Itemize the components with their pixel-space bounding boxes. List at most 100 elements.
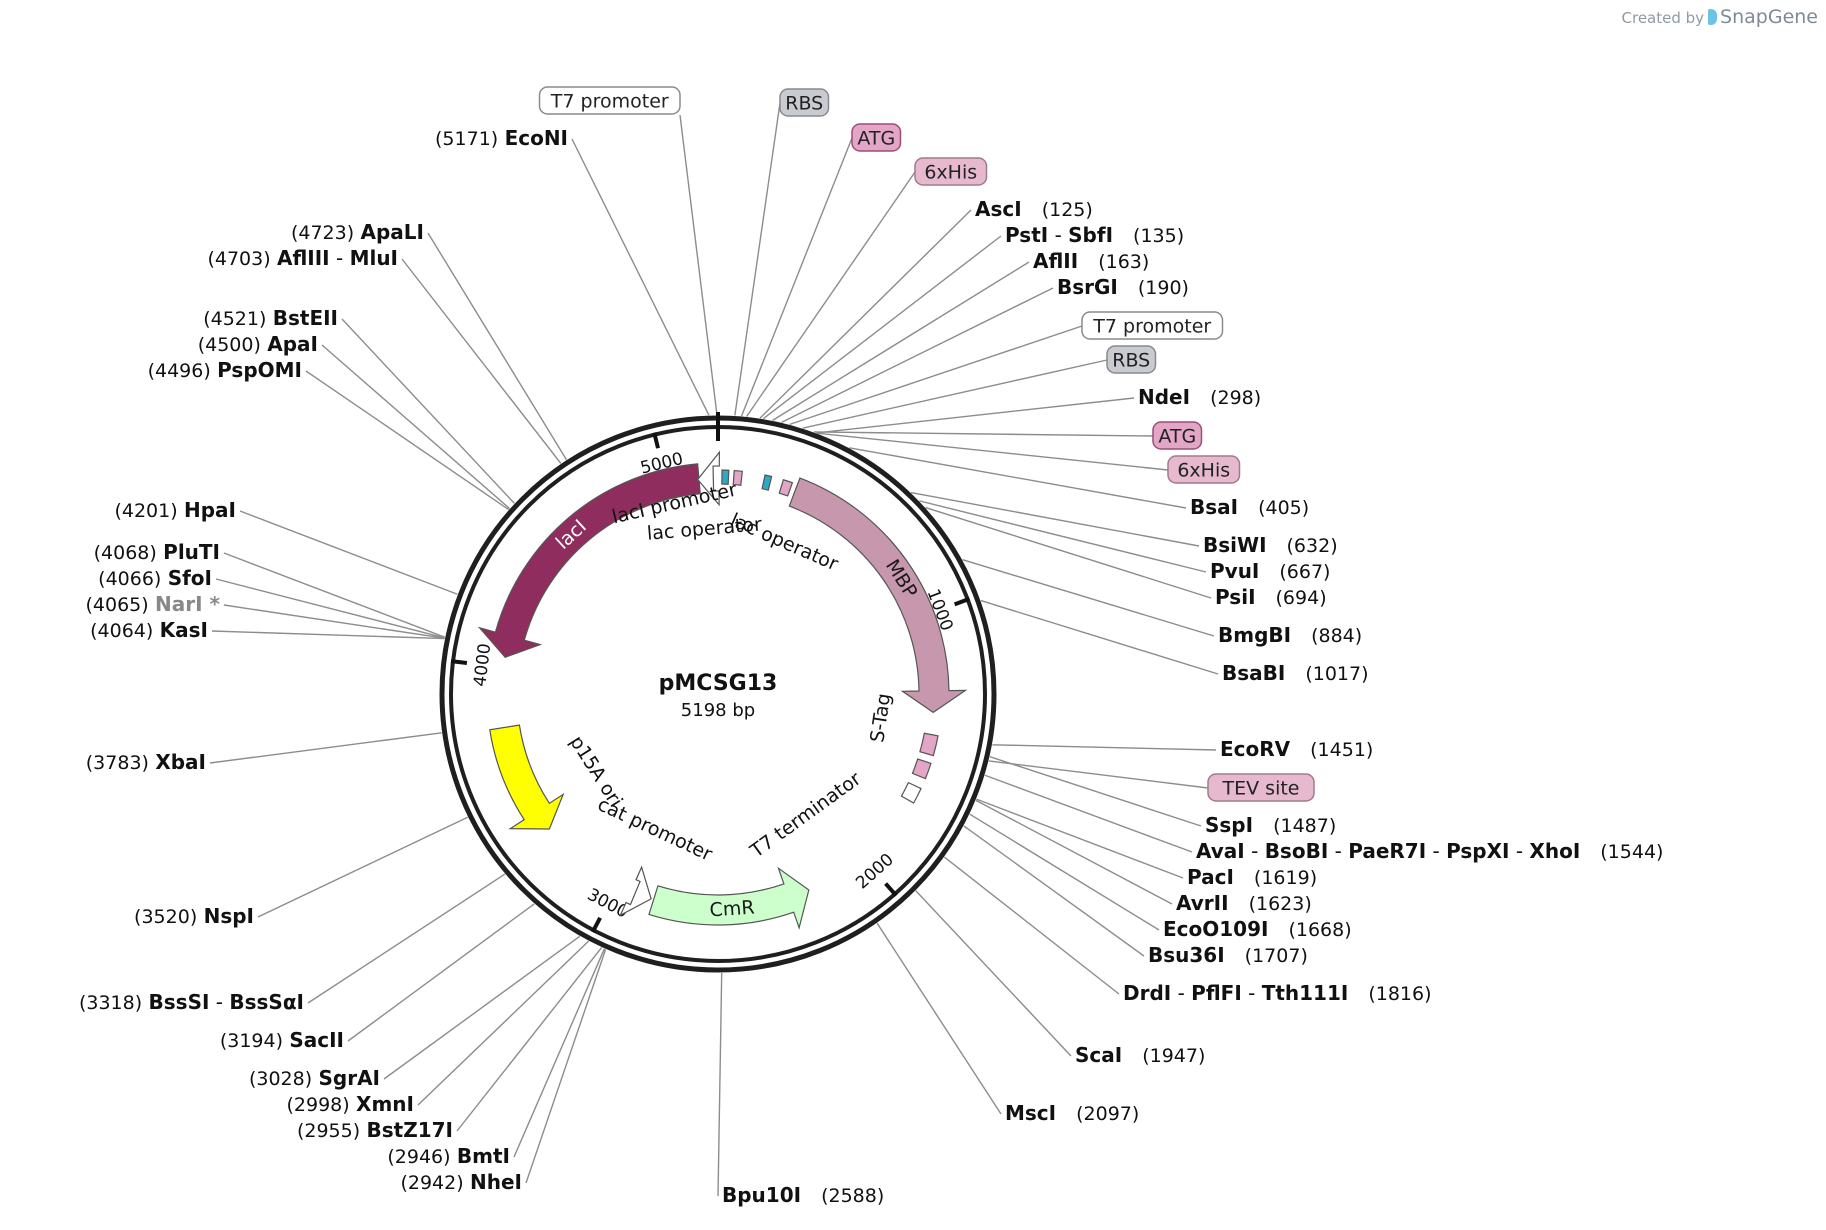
leader-line [984, 774, 1193, 853]
site-label[interactable]: (4068) PluTI [94, 540, 220, 564]
feature-tag-box [1167, 455, 1241, 484]
site-label[interactable]: (4703) AflIII - MluI [207, 246, 398, 270]
site-label[interactable]: PstI - SbfI(135) [1005, 223, 1184, 247]
snapgene-logo-icon [1708, 9, 1718, 25]
leader-line [919, 500, 1207, 573]
leader-line [876, 922, 1002, 1115]
site-name: EcoRV [1220, 737, 1291, 761]
site-text: BsaBI(1017) [1222, 661, 1369, 685]
site-label[interactable]: AscI(125) [975, 197, 1093, 221]
site-name: SfoI [168, 566, 212, 590]
site-label[interactable]: ScaI(1947) [1075, 1043, 1205, 1067]
site-text: PstI - SbfI(135) [1005, 223, 1184, 247]
site-text: (4066) SfoI [98, 566, 212, 590]
site-label[interactable]: (4521) BstEII [203, 306, 338, 330]
site-label[interactable]: (2946) BmtI [387, 1144, 510, 1168]
site-label[interactable]: BsaBI(1017) [1222, 661, 1369, 685]
site-name: BsiWI [1203, 533, 1267, 557]
site-text: Bsu36I(1707) [1148, 943, 1308, 967]
site-name: AflII [1033, 249, 1078, 273]
site-label[interactable]: (4723) ApaLI [291, 220, 424, 244]
site-label[interactable]: PacI(1619) [1187, 865, 1317, 889]
site-position: (2942) [400, 1172, 463, 1194]
site-label[interactable]: (4065) NarI * [85, 592, 220, 616]
site-name: EcoO109I [1163, 917, 1268, 941]
site-name-alt: PaeR7I [1348, 839, 1426, 863]
site-label[interactable]: (3783) XbaI [86, 750, 206, 774]
feature-CmR [648, 866, 810, 930]
site-label[interactable]: AvrII(1623) [1176, 891, 1312, 915]
leader-line [816, 432, 1169, 471]
site-text: (2998) XmnI [287, 1092, 415, 1116]
site-name: NheI [470, 1170, 522, 1194]
site-text: ScaI(1947) [1075, 1043, 1205, 1067]
site-position: (2998) [287, 1094, 350, 1116]
feature-tag-box [851, 123, 902, 152]
site-label[interactable]: (3520) NspI [134, 904, 254, 928]
feature-tag-box [779, 88, 830, 117]
leader-line [383, 935, 581, 1080]
site-position: (4201) [114, 500, 177, 522]
site-label[interactable]: (2955) BstZ17I [297, 1118, 453, 1142]
site-label[interactable]: (4064) KasI [90, 618, 208, 642]
site-text: PsiI(694) [1215, 585, 1327, 609]
site-name-alt: PspXI [1446, 839, 1509, 863]
site-label[interactable]: (3028) SgrAI [249, 1066, 380, 1090]
site-label[interactable]: BsaI(405) [1190, 495, 1309, 519]
site-separator: - [1245, 839, 1265, 863]
site-position: (2097) [1076, 1103, 1139, 1125]
feature-MBP [788, 477, 968, 714]
tick-mark [590, 916, 602, 933]
site-label[interactable]: (4500) ApaI [198, 332, 318, 356]
site-text: PacI(1619) [1187, 865, 1317, 889]
leader-line [976, 798, 1184, 879]
site-label[interactable]: Bpu10I(2588) [722, 1183, 884, 1207]
site-label[interactable]: EcoO109I(1668) [1163, 917, 1352, 941]
site-position: (298) [1210, 387, 1261, 409]
leader-line [513, 948, 606, 1158]
feature-tag-box [1081, 311, 1224, 340]
site-position: (1947) [1142, 1045, 1205, 1067]
leader-line [734, 102, 781, 416]
feature-tag-label: RBS [785, 93, 823, 115]
site-label[interactable]: (4066) SfoI [98, 566, 212, 590]
site-label[interactable]: (2942) NheI [400, 1170, 522, 1194]
site-label[interactable]: (5171) EcoNI [435, 126, 568, 150]
site-label[interactable]: NdeI(298) [1138, 385, 1261, 409]
feature-label-CmR: CmR [709, 897, 755, 922]
tick-mark [953, 596, 971, 607]
feature-tag-label: 6xHis [924, 162, 977, 184]
site-label[interactable]: AflII(163) [1033, 249, 1149, 273]
site-label[interactable]: PsiI(694) [1215, 585, 1327, 609]
feature-pink1 [732, 469, 743, 486]
site-separator: - [1328, 839, 1348, 863]
site-text: SspI(1487) [1205, 813, 1336, 837]
site-label[interactable]: DrdI - PflFI - Tth111I(1816) [1123, 981, 1432, 1005]
site-text: PvuI(667) [1210, 559, 1330, 583]
site-label[interactable]: (4201) HpaI [114, 498, 236, 522]
site-label[interactable]: (2998) XmnI [287, 1092, 415, 1116]
site-text: (4500) ApaI [198, 332, 318, 356]
leader-line [746, 171, 916, 417]
site-label[interactable]: PvuI(667) [1210, 559, 1330, 583]
site-position: (694) [1276, 587, 1327, 609]
tick-label: 3000 [584, 885, 632, 923]
site-name: PvuI [1210, 559, 1259, 583]
site-label[interactable]: BsiWI(632) [1203, 533, 1338, 557]
site-label[interactable]: AvaI - BsoBI - PaeR7I - PspXI - XhoI(154… [1196, 839, 1663, 863]
site-label[interactable]: (4496) PspOMI [148, 358, 302, 382]
leader-line [802, 359, 1108, 429]
site-label[interactable]: (3194) SacII [220, 1028, 344, 1052]
site-label[interactable]: Bsu36I(1707) [1148, 943, 1308, 967]
site-label[interactable]: MscI(2097) [1005, 1101, 1139, 1125]
site-name: BsaI [1190, 495, 1238, 519]
site-label[interactable]: SspI(1487) [1205, 813, 1336, 837]
site-label[interactable]: BsrGI(190) [1057, 275, 1189, 299]
leader-line [740, 137, 853, 417]
site-label[interactable]: EcoRV(1451) [1220, 737, 1373, 761]
site-label[interactable]: (3318) BssSI - BssSαI [79, 990, 304, 1014]
feature-tag-label: ATG [1158, 426, 1196, 448]
site-name: DrdI [1123, 981, 1171, 1005]
site-label[interactable]: BmgBI(884) [1218, 623, 1362, 647]
